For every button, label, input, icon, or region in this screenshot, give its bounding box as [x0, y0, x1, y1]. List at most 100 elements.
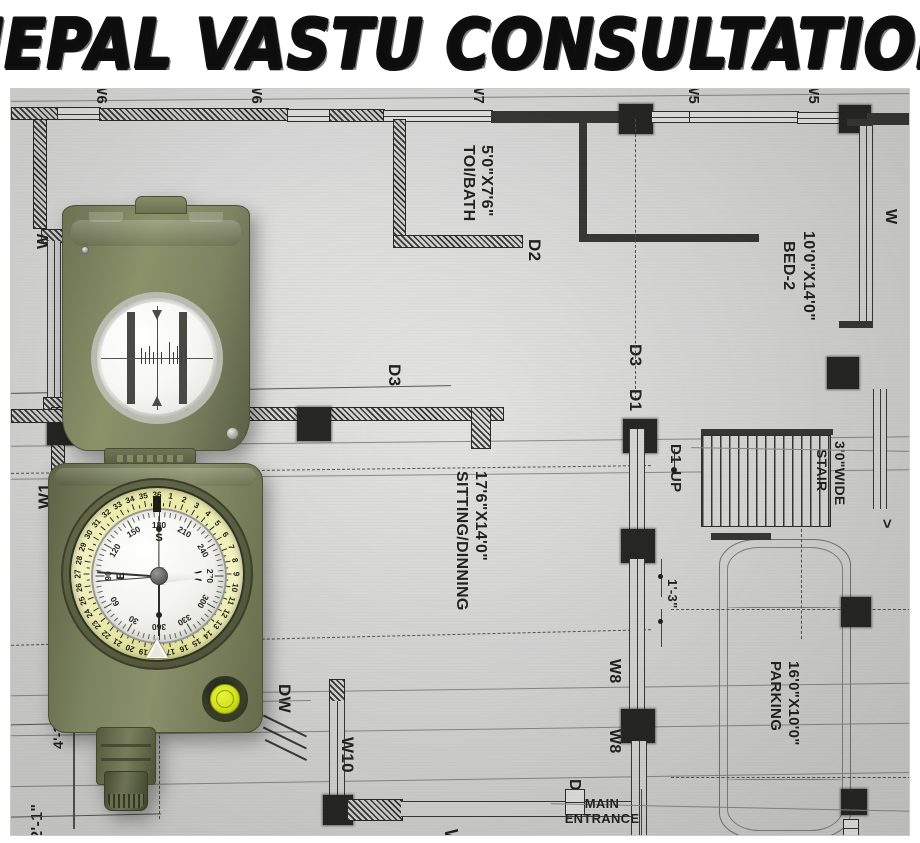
compass-lubber-line-triangle [146, 639, 168, 658]
dimension-extension-line [73, 699, 75, 829]
compass-thumb-ring[interactable] [104, 771, 148, 811]
bezel-number-26: 26 [73, 582, 85, 593]
parking-wall-top [711, 533, 771, 540]
window-right-lower [843, 819, 859, 835]
dial-tick [186, 623, 192, 632]
parking-wall-top-v [711, 509, 718, 539]
dial-tick [131, 629, 135, 635]
room-name-sitting: SITTING/DINNING [453, 471, 470, 611]
bezel-number-28: 28 [73, 555, 85, 566]
exterior-wall-left-a [33, 119, 47, 229]
bubble-level-vial [202, 676, 248, 722]
window-screw-bottom-right [184, 409, 195, 418]
bezel-tick [131, 504, 135, 511]
column-right-3 [841, 789, 867, 815]
bezel-number-9: 9 [231, 571, 241, 577]
stair-name-label: STAIR [814, 449, 830, 492]
dial-tick [178, 631, 182, 637]
dial-tick [141, 514, 145, 520]
dial-tick [207, 538, 212, 543]
bezel-tick [150, 503, 152, 507]
dial-tick [183, 629, 187, 635]
exterior-wall-top-d [867, 113, 909, 125]
dial-tick [173, 514, 177, 520]
bezel-number-8: 8 [229, 557, 240, 564]
bezel-number-35: 35 [138, 490, 149, 502]
dial-degree-300: 300 [195, 592, 212, 611]
dimension-1-3: 1'-3" [665, 579, 680, 609]
up-arrow-line [674, 449, 676, 469]
window-label-w7: W7 [470, 88, 487, 105]
dial-tick [152, 512, 155, 518]
entrance-centerline [641, 789, 643, 835]
dimension-22-1: 22'-1" [29, 803, 46, 836]
column-mid-1 [297, 407, 331, 441]
door-label-d: D [566, 779, 583, 791]
car-outline [719, 539, 851, 835]
window-screw-top-right [184, 298, 195, 307]
dial-tick [168, 512, 171, 518]
dial-tick [206, 603, 215, 609]
sight-scale-tick [157, 342, 158, 364]
bezel-tick [99, 617, 106, 622]
parking-centerline-b [671, 777, 909, 778]
sight-scale-tick [185, 348, 186, 364]
bezel-number-11: 11 [225, 595, 237, 607]
door-label-d2: D2 [525, 239, 544, 262]
window-label-w8-a: W8 [606, 659, 623, 684]
dial-degree-120: 120 [106, 541, 123, 560]
room-size-parking: 16'0"X10'0" [785, 661, 802, 746]
bezel-tick [115, 515, 119, 519]
car-body-inner [727, 547, 843, 831]
annotation-dw: DW [275, 684, 294, 713]
dim-dot-a [658, 574, 663, 579]
sight-arrow-top [152, 310, 162, 320]
window-w8-lower [629, 641, 645, 723]
partition-wall-inner-top [579, 119, 587, 239]
dial-tick [95, 564, 101, 567]
dial-tick [98, 595, 104, 599]
dial-tick [109, 613, 115, 618]
dial-tick [207, 609, 212, 614]
dial-tick [212, 548, 218, 552]
window-w10 [329, 701, 345, 801]
window-label-w8-b: W8 [606, 729, 623, 754]
bezel-index-mark [153, 496, 161, 512]
bezel-tick [87, 548, 94, 552]
dial-tick [121, 523, 126, 528]
window-top-f [797, 112, 843, 124]
bezel-tick [168, 501, 171, 508]
room-size-bed2: 10'0"X14'0" [800, 231, 817, 322]
compass-lid-bevel [71, 220, 241, 246]
compass-body-shelf [55, 468, 256, 486]
dial-tick [95, 585, 101, 588]
partition-wall-mid-cap [471, 407, 491, 449]
window-w6-top [57, 107, 101, 120]
dial-tick [113, 530, 118, 535]
sight-scale-tick [141, 348, 142, 364]
sight-scale-tick [153, 352, 154, 364]
compass-lid-tab [135, 196, 187, 214]
bezel-tick [143, 501, 146, 508]
dial-tick [121, 624, 126, 629]
room-name-bed2: BED-2 [780, 241, 797, 291]
sight-scale-tick [145, 352, 146, 364]
dial-tick [147, 512, 150, 518]
dw-symbol-line-1 [263, 714, 307, 737]
bezel-number-10: 10 [229, 582, 241, 593]
dial-tick [217, 569, 223, 572]
dim-dot-b [658, 619, 663, 624]
dial-tick [212, 600, 218, 604]
bed2-wall-jog-top [847, 119, 873, 126]
dim-extension-b [661, 609, 663, 647]
dial-tick [192, 523, 197, 528]
stair-up-label: UP [667, 471, 684, 493]
bezel-tick [138, 505, 140, 509]
window-label-w2: W2 [441, 829, 461, 835]
bezel-tick [185, 509, 188, 513]
compass-lid[interactable] [62, 196, 250, 451]
dial-tick [214, 595, 220, 599]
dial-tick [196, 620, 201, 626]
